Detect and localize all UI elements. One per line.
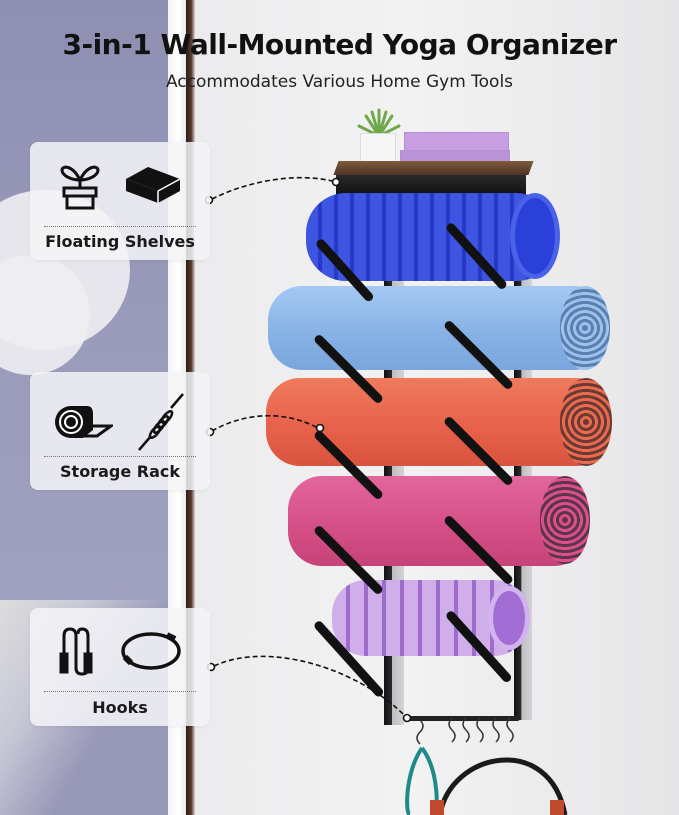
page-title: 3-in-1 Wall-Mounted Yoga Organizer	[62, 28, 617, 61]
jump-rope-icon	[57, 626, 97, 680]
page-subtitle: Accommodates Various Home Gym Tools	[165, 72, 514, 92]
feature-label: Storage Rack	[60, 462, 180, 481]
orange-yoga-mat	[266, 378, 610, 466]
rolled-mat-icon	[53, 400, 116, 448]
light-blue-yoga-mat	[268, 286, 608, 370]
feature-card-floating-shelves: Floating Shelves	[30, 142, 210, 260]
roller-end	[488, 586, 530, 650]
card-divider	[44, 456, 196, 457]
hooks-and-accessories	[405, 717, 568, 815]
floating-shelf-bracket	[336, 175, 526, 195]
feature-card-hooks: Hooks	[30, 608, 210, 726]
feature-label: Floating Shelves	[45, 232, 195, 251]
massage-roller-stick-icon	[135, 390, 187, 458]
hook-rail	[404, 716, 520, 721]
mat-spiral-end	[560, 286, 610, 370]
yoga-block-icon	[124, 165, 182, 209]
floating-shelf-top	[333, 161, 534, 175]
feature-label: Hooks	[92, 698, 148, 717]
mat-spiral-end	[560, 378, 612, 466]
roller-end	[510, 193, 560, 279]
plant-pot-icon	[58, 160, 102, 214]
pilates-ring-icon	[119, 629, 183, 677]
card-divider	[44, 691, 196, 692]
mat-spiral-end	[540, 476, 590, 564]
card-divider	[44, 226, 196, 227]
feature-card-storage-rack: Storage Rack	[30, 372, 210, 490]
